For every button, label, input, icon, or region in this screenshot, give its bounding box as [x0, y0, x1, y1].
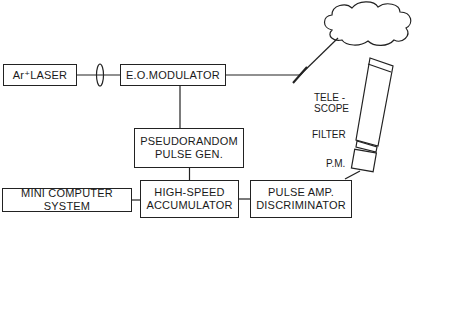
- part-label: FILTER: [312, 129, 352, 140]
- process-box: PULSE AMP. DISCRIMINATOR: [250, 180, 352, 218]
- laser-beam-up: [300, 38, 338, 75]
- signal-line: [132, 200, 140, 201]
- process-box: Ar⁺LASER: [3, 64, 77, 86]
- part-label: TELE -SCOPE: [314, 92, 352, 114]
- box-label: Ar⁺LASER: [13, 69, 67, 82]
- process-box: HIGH-SPEED ACCUMULATOR: [140, 180, 239, 218]
- box-label: PSEUDORANDOM PULSE GEN.: [139, 135, 239, 161]
- signal-line: [239, 199, 250, 200]
- box-label: MINI COMPUTER SYSTEM: [7, 187, 127, 213]
- box-label: PULSE AMP. DISCRIMINATOR: [255, 186, 347, 212]
- cloud: [325, 2, 411, 46]
- signal-line: [77, 75, 120, 76]
- box-label: E.O.MODULATOR: [126, 69, 220, 82]
- telescope-tube: [356, 58, 393, 146]
- process-box: PSEUDORANDOM PULSE GEN.: [134, 128, 244, 168]
- signal-line: [180, 86, 181, 128]
- signal-line: [189, 168, 190, 180]
- process-box: MINI COMPUTER SYSTEM: [2, 188, 132, 212]
- photomultiplier: [351, 149, 376, 172]
- box-label: HIGH-SPEED ACCUMULATOR: [145, 186, 234, 212]
- part-label: P.M.: [326, 158, 352, 169]
- telescope-rim: [368, 64, 391, 72]
- laser-beam: [222, 74, 300, 75]
- pm-wire: [345, 171, 360, 179]
- process-box: E.O.MODULATOR: [120, 64, 226, 86]
